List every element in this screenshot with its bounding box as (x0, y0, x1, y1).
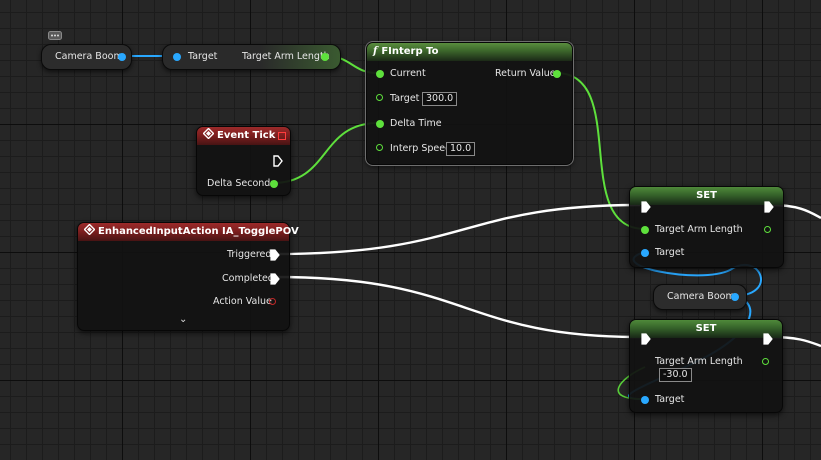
delegate-square-icon[interactable] (278, 132, 286, 140)
event-diamond-icon (83, 223, 96, 236)
target-arm-length-output-label: Target Arm Length (242, 51, 330, 62)
target-arm-length-output-pin[interactable] (321, 53, 329, 61)
input-action-title: EnhancedInputAction IA_TogglePOV (98, 226, 299, 237)
interp-speed-value-input[interactable]: 10.0 (446, 142, 476, 156)
set2-arm-length-value-input[interactable]: -30.0 (659, 368, 692, 382)
target-value-input[interactable]: 300.0 (422, 92, 458, 106)
set1-arm-length-output-pin[interactable] (764, 226, 771, 233)
set1-target-pin[interactable] (641, 249, 649, 257)
set2-arm-length-output-pin[interactable] (762, 358, 769, 365)
set1-arm-length-pin[interactable] (641, 226, 649, 234)
current-pin[interactable] (376, 70, 384, 78)
set2-header[interactable]: SET (630, 320, 782, 338)
return-value-label: Return Value (495, 68, 556, 79)
set1-exec-in-pin[interactable] (641, 201, 651, 213)
wire-triggered-to-set1 (275, 203, 641, 256)
triggered-label: Triggered (227, 249, 272, 260)
action-value-pin[interactable] (269, 298, 276, 305)
interp-speed-label: Interp Speed (390, 143, 452, 154)
input-action-header[interactable]: EnhancedInputAction IA_TogglePOV (78, 223, 299, 241)
event-tick-node[interactable]: Event Tick Delta Seconds (196, 126, 291, 196)
interp-speed-pin[interactable] (376, 144, 383, 151)
target-input-pin[interactable] (173, 53, 181, 61)
delta-time-label: Delta Time (390, 118, 442, 129)
set-node-2[interactable]: SET Target Arm Length -30.0 Target (629, 319, 783, 413)
target-label: Target (188, 51, 218, 62)
delta-seconds-pin[interactable] (270, 180, 278, 188)
target-label: Target (390, 93, 420, 104)
exec-output-pin[interactable] (273, 155, 283, 167)
current-label: Current (390, 68, 426, 79)
set2-title: SET (695, 323, 717, 334)
set1-target-label: Target (655, 247, 685, 258)
camera-boom-output-pin[interactable] (118, 53, 126, 61)
camera-boom-getter[interactable]: Camera Boom (41, 44, 132, 70)
return-value-pin[interactable] (553, 70, 561, 78)
delta-time-pin[interactable] (376, 120, 384, 128)
comment-bubble-icon[interactable] (48, 31, 62, 42)
camera-boom-label: Camera Boom (667, 291, 735, 302)
chevron-down-icon[interactable]: ⌄ (179, 314, 188, 325)
event-diamond-icon (202, 127, 215, 140)
camera-boom-output-pin[interactable] (731, 293, 739, 301)
action-value-label: Action Value (213, 296, 272, 307)
event-tick-header[interactable]: Event Tick (197, 127, 290, 145)
set2-arm-length-label: Target Arm Length (655, 356, 743, 367)
set2-exec-out-pin[interactable] (763, 333, 773, 345)
set1-header[interactable]: SET (630, 187, 783, 205)
camera-boom-getter-2[interactable]: Camera Boom (653, 284, 747, 310)
delta-seconds-label: Delta Seconds (207, 178, 276, 189)
set1-title: SET (696, 190, 717, 201)
set1-exec-out-pin[interactable] (764, 201, 774, 213)
target-arm-length-getter[interactable]: Target Target Arm Length (162, 44, 341, 70)
event-tick-title: Event Tick (217, 130, 276, 141)
camera-boom-label: Camera Boom (55, 51, 123, 62)
set-node-1[interactable]: SET Target Arm Length Target (629, 186, 784, 268)
function-f-icon: f (373, 46, 378, 57)
finterp-to-title: FInterp To (381, 46, 439, 57)
set2-target-label: Target (655, 394, 685, 405)
set2-exec-in-pin[interactable] (641, 333, 651, 345)
set1-arm-length-label: Target Arm Length (655, 224, 743, 235)
wire-completed-to-set2 (275, 275, 641, 339)
completed-exec-pin[interactable] (270, 273, 280, 285)
set2-target-pin[interactable] (641, 396, 649, 404)
completed-label: Completed (222, 273, 274, 284)
enhanced-input-action-node[interactable]: EnhancedInputAction IA_TogglePOV Trigger… (77, 222, 299, 331)
triggered-exec-pin[interactable] (270, 249, 280, 261)
target-pin[interactable] (376, 94, 383, 101)
